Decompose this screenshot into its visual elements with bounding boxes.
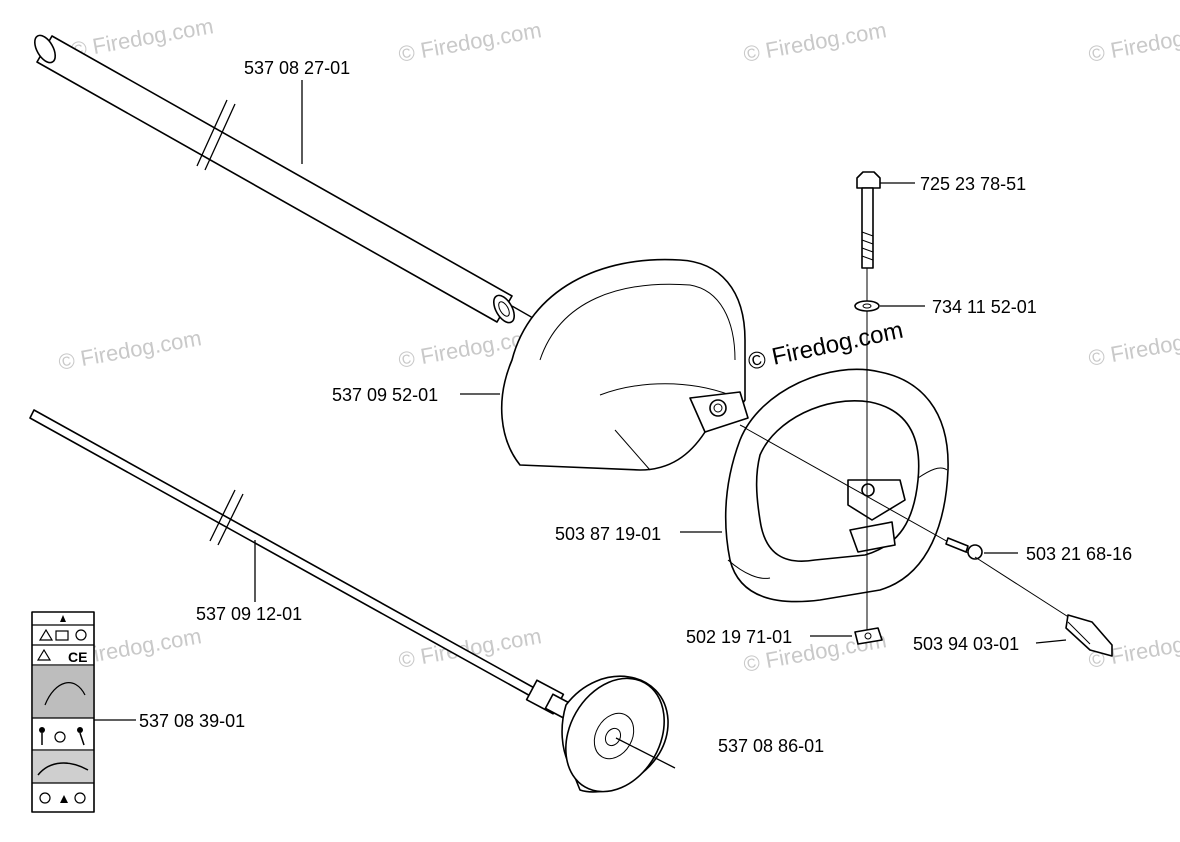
part-number-label: 537 08 39-01 xyxy=(139,711,245,731)
nut-part xyxy=(810,627,883,645)
rotation-icon xyxy=(74,792,86,804)
part-number-label: 537 09 12-01 xyxy=(196,604,302,624)
watermark-main: © Firedog.com xyxy=(746,317,906,376)
part-number-label: 725 23 78-51 xyxy=(920,174,1026,194)
part-number-label: 537 08 86-01 xyxy=(718,736,824,756)
bolt-part xyxy=(856,171,915,630)
watermark: © Firedog.com xyxy=(742,17,889,67)
part-number-label: 502 19 71-01 xyxy=(686,627,792,647)
watermark: © Firedog.com xyxy=(57,325,204,375)
person-icon xyxy=(39,727,45,733)
handle-part xyxy=(680,368,976,603)
watermark: © Firedog.com xyxy=(1087,17,1180,67)
blade-icon xyxy=(44,682,86,706)
shaft-part xyxy=(29,409,572,719)
clip-part xyxy=(974,556,1113,657)
distance-icon xyxy=(54,731,66,743)
hand-icon xyxy=(37,762,89,776)
warning-icon xyxy=(36,648,52,661)
watermark: © Firedog.com xyxy=(397,17,544,67)
rotation-icon xyxy=(39,792,51,804)
part-labels: 537 08 27-01 537 09 52-01 725 23 78-51 7… xyxy=(139,58,1132,756)
watermark: © Firedog.com xyxy=(1087,321,1180,371)
tube-part xyxy=(33,34,541,324)
part-number-label: 503 94 03-01 xyxy=(913,634,1019,654)
triangle-icon xyxy=(60,795,68,803)
part-number-label: 503 87 19-01 xyxy=(555,524,661,544)
helmet-icon xyxy=(75,629,87,641)
operator-icon xyxy=(77,727,83,733)
warning-icon xyxy=(38,628,54,641)
ce-mark: CE xyxy=(68,649,87,665)
part-number-label: 537 09 52-01 xyxy=(332,385,438,405)
part-number-label: 734 11 52-01 xyxy=(932,297,1037,317)
arrow-icon xyxy=(60,615,66,622)
book-icon xyxy=(55,630,69,641)
screw-part xyxy=(945,537,1018,560)
guard-part xyxy=(460,258,751,471)
hub-part xyxy=(561,675,676,793)
watermark: © Firedog.com xyxy=(69,13,216,63)
washer-part xyxy=(854,300,925,312)
part-number-label: 537 08 27-01 xyxy=(244,58,350,78)
leader-lines xyxy=(254,80,303,602)
decal-part: CE xyxy=(31,611,136,813)
part-number-label: 503 21 68-16 xyxy=(1026,544,1132,564)
